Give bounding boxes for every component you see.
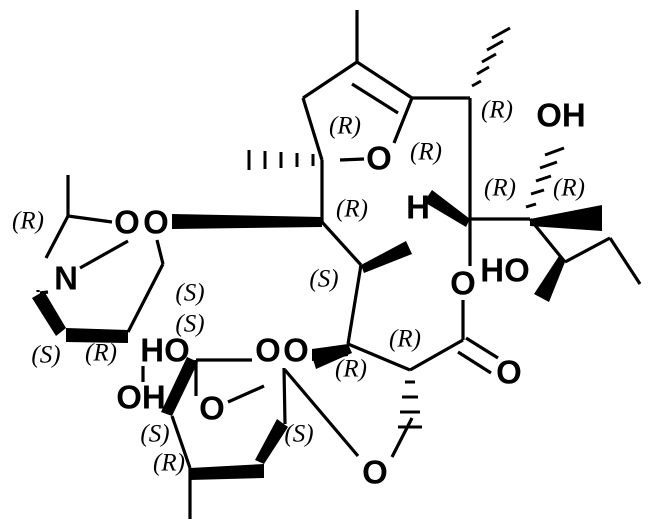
stereo-label-st-13: (R) <box>410 139 442 166</box>
wedge-c4a-methyl <box>530 205 602 231</box>
atom-label-oh-left: OH <box>116 379 166 416</box>
stereo-label-st-4: (S) <box>175 280 204 307</box>
wedge-glycosidic-left <box>172 214 322 229</box>
bond-Olow-to-c <box>390 417 414 458</box>
stereo-label-st-12: (R) <box>335 356 367 383</box>
stereo-label-st-7: (R) <box>153 450 185 477</box>
bond-alkene-left <box>302 60 358 100</box>
wedge-bond-group <box>32 190 602 480</box>
hash-c5-methyl <box>247 150 315 170</box>
stereo-label-st-10: (R) <box>336 196 368 223</box>
atom-label-o-furan: O <box>366 140 392 177</box>
hash-c9-substituent <box>398 380 422 429</box>
bond-c-to-n <box>44 215 70 259</box>
bond-alkene-inner <box>351 82 399 115</box>
wedge-c4b-hydroxyl <box>534 256 565 302</box>
wedge-sugarL-bottom <box>66 328 128 343</box>
wedge-sugarL-left <box>32 291 66 336</box>
bond-c7-c8 <box>346 264 363 345</box>
atom-label-oh-top-right: OH <box>536 97 586 134</box>
bond-carbonyl-dbl-a <box>465 336 499 360</box>
bond-c-to-O <box>67 214 113 224</box>
bond-n-to-O <box>79 239 129 270</box>
wedge-sugar2-left <box>161 357 198 416</box>
stereo-label-st-9: (R) <box>329 113 361 140</box>
plain-bond-group <box>36 10 642 519</box>
atom-label-ho-left: HO <box>140 332 190 369</box>
wedge-c6-methyl <box>361 241 412 273</box>
stereo-label-st-11: (S) <box>309 266 338 293</box>
bond-ethyl1-ethyl2 <box>608 237 642 285</box>
wedge-sugar2-bottom <box>190 464 264 480</box>
bond-sug2-botleft <box>170 415 192 469</box>
atom-label-o-left-2: O <box>143 204 169 241</box>
stereo-label-st-15: (R) <box>481 97 513 124</box>
bond-c8-c9 <box>347 342 411 372</box>
bond-sug2-right <box>282 367 287 425</box>
hash-c3-methyl <box>471 26 511 88</box>
atom-label-ho-right: HO <box>480 252 530 289</box>
atom-label-o-glyco-1: O <box>255 332 281 369</box>
bond-carbonyl-dbl-b <box>457 350 492 375</box>
wedge-c4-hydrogen <box>424 190 470 227</box>
stereo-label-st-6: (S) <box>140 421 169 448</box>
bond-c6-c7 <box>320 220 363 267</box>
hash-c4a-hydroxyl <box>525 146 565 209</box>
bond-sugL-right <box>126 263 165 333</box>
stereo-label-st-14: (R) <box>389 326 421 353</box>
bond-furan-o-c <box>339 157 365 162</box>
atom-label-h-ring: H <box>406 189 430 226</box>
atom-label-o-carbonyl: O <box>496 354 522 391</box>
hash-bond-group <box>247 26 565 429</box>
stereo-label-group: (R)(S)(R)(S)(S)(S)(R)(S)(R)(R)(S)(R)(R)(… <box>12 97 585 477</box>
stereo-label-st-3: (R) <box>85 340 117 367</box>
wedge-glycosidic-bottom <box>312 344 348 361</box>
atom-label-o-left-1: O <box>114 204 140 241</box>
stereo-label-st-17: (R) <box>553 175 585 202</box>
atom-label-o-glyco-2: O <box>283 332 309 369</box>
atom-label-o-ester: O <box>450 265 476 302</box>
stereo-label-st-5: (S) <box>175 311 204 338</box>
stereo-label-st-2: (S) <box>31 342 60 369</box>
bond-furan-c-o <box>392 97 414 144</box>
stereo-label-st-8: (S) <box>284 421 313 448</box>
stereo-label-st-16: (R) <box>484 175 516 202</box>
bond-carbonylC-calpha <box>409 338 464 372</box>
bond-cp-left-down <box>301 97 324 161</box>
stereo-label-st-1: (R) <box>12 208 44 235</box>
bond-sug2-to-Olow <box>283 368 360 458</box>
atom-label-o-sugar-ring: O <box>199 390 225 427</box>
bond-alkene-right <box>356 60 413 100</box>
atom-label-o-lactone-low: O <box>362 454 388 491</box>
atom-label-n-amine: N <box>54 260 78 297</box>
bond-c4b-ethyl1 <box>564 236 611 264</box>
bond-O2-down <box>155 239 165 265</box>
wedge-sugar2-bottomright <box>255 419 288 464</box>
bond-sug2-ringO <box>227 384 265 404</box>
